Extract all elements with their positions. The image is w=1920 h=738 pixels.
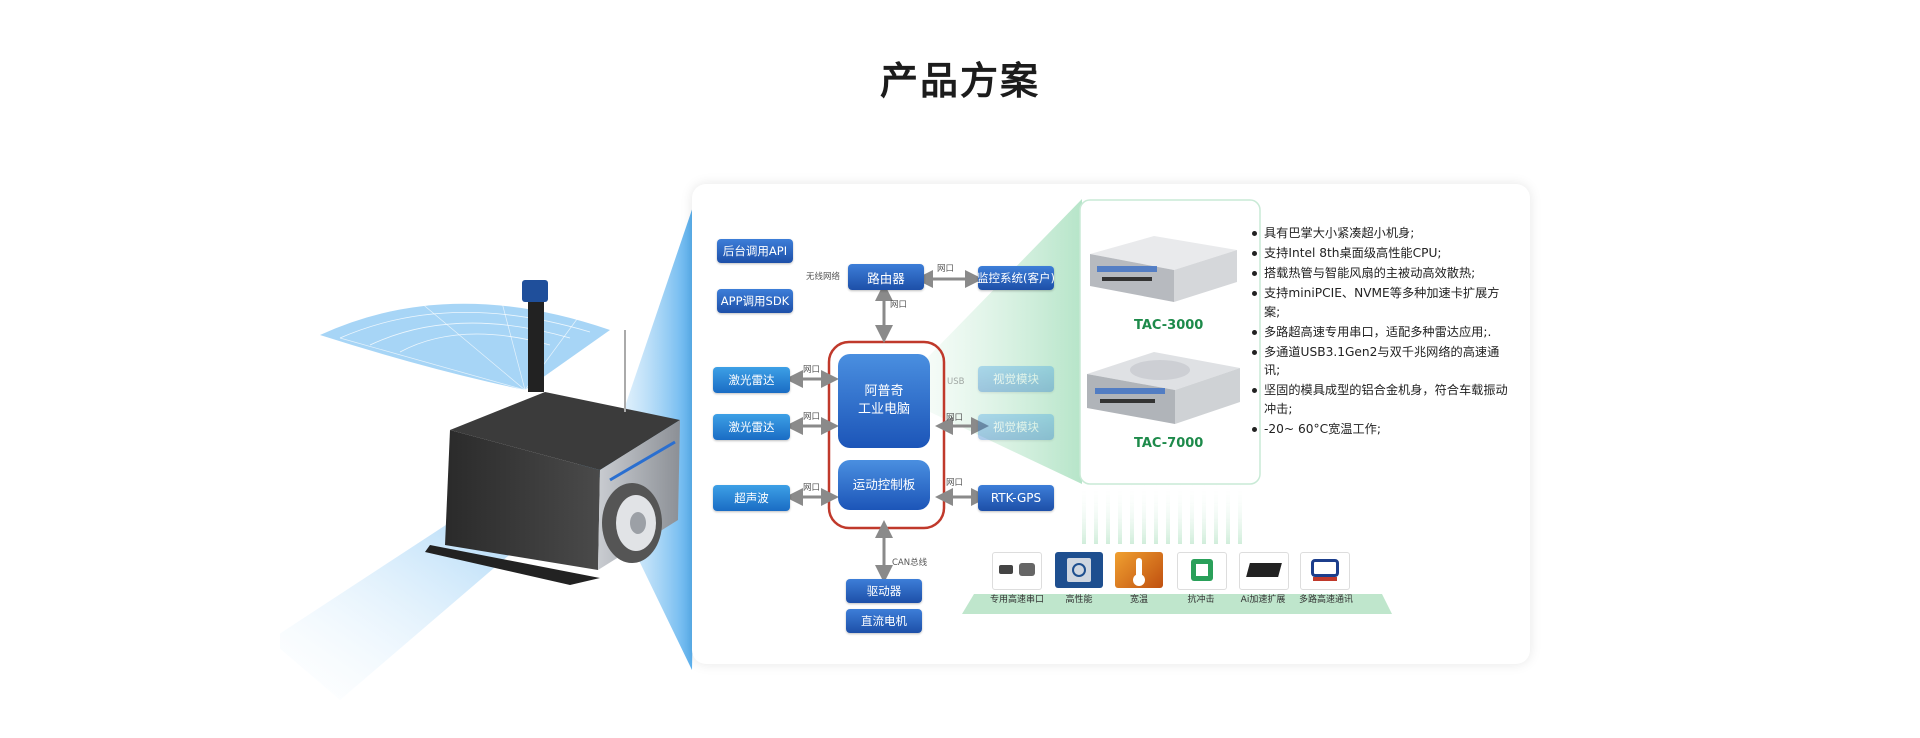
icon-caption: 多路高速通讯 (1298, 595, 1353, 605)
port-label-gps: 网口 (946, 478, 964, 488)
industrial-pc-block[interactable]: 阿普奇 工业电脑 (838, 354, 930, 448)
icon-caption: 高性能 (1065, 595, 1093, 605)
feature-item: 支持Intel 8th桌面级高性能CPU; (1252, 244, 1512, 263)
icon-caption: Ai加速扩展 (1240, 595, 1286, 605)
lidar-fan (320, 303, 610, 390)
feature-item: 具有巴掌大小紧凑超小机身; (1252, 224, 1512, 243)
tac-7000-image (1087, 352, 1240, 424)
shock-resistant-icon (1177, 552, 1227, 590)
feature-item: 支持miniPCIE、NVME等多种加速卡扩展方案; (1252, 284, 1512, 321)
port-label-lidar-2: 网口 (803, 412, 821, 422)
product-name-tac-3000: TAC-3000 (1134, 318, 1204, 333)
motion-control-board-block[interactable]: 运动控制板 (838, 460, 930, 510)
port-label-router: 网口 (937, 264, 955, 274)
robot-body (445, 430, 600, 570)
vision-module-block-1[interactable]: 视觉模块 (978, 366, 1054, 392)
monitor-system-block[interactable]: 监控系统(客户) (977, 266, 1055, 290)
lidar-sensor (522, 280, 548, 302)
diagram-connectors (785, 199, 1392, 614)
tac-3000-image (1090, 236, 1237, 302)
icon-caption: 抗冲击 (1187, 595, 1215, 605)
feature-item: 多路超高速专用串口，适配多种雷达应用;. (1252, 323, 1512, 342)
icon-platform (962, 594, 1392, 614)
feature-item: 坚固的模具成型的铝合金机身，符合车载振动冲击; (1252, 381, 1512, 418)
router-block[interactable]: 路由器 (848, 264, 924, 290)
port-label-vertical: 网口 (890, 300, 908, 310)
port-label-ultrasonic: 网口 (803, 483, 821, 493)
port-label-vision: 网口 (946, 413, 964, 423)
can-bus-label: CAN总线 (892, 558, 928, 568)
page-title: 产品方案 (879, 59, 1040, 103)
intel-cpu-icon (1055, 552, 1103, 588)
feature-list: 具有巴掌大小紧凑超小机身; 支持Intel 8th桌面级高性能CPU; 搭载热管… (1252, 224, 1512, 440)
robot-illustration (280, 186, 700, 700)
lidar-block-1[interactable]: 激光雷达 (713, 367, 790, 393)
port-label-lidar-1: 网口 (803, 365, 821, 375)
ultrasonic-block[interactable]: 超声波 (713, 485, 790, 511)
dc-motor-block[interactable]: 直流电机 (846, 609, 922, 633)
feature-item: 多通道USB3.1Gen2与双千兆网络的高速通讯; (1252, 343, 1512, 380)
driver-block[interactable]: 驱动器 (846, 579, 922, 603)
feature-item: 搭载热管与智能风扇的主被动高效散热; (1252, 264, 1512, 283)
icon-caption: 宽温 (1129, 595, 1148, 605)
vision-module-block-2[interactable]: 视觉模块 (978, 414, 1054, 440)
wireless-label: 无线网络 (806, 272, 841, 282)
usb-label: USB (947, 377, 965, 387)
ai-accelerator-icon (1239, 552, 1289, 590)
lidar-block-2[interactable]: 激光雷达 (713, 414, 790, 440)
backend-api-button[interactable]: 后台调用API (717, 239, 793, 263)
icon-caption: 专用高速串口 (990, 595, 1045, 605)
rtk-gps-block[interactable]: RTK-GPS (978, 485, 1054, 511)
feature-item: -20~ 60°C宽温工作; (1252, 420, 1512, 439)
app-sdk-button[interactable]: APP调用SDK (717, 289, 793, 313)
serial-port-icon (992, 552, 1042, 590)
product-name-tac-7000: TAC-7000 (1134, 436, 1204, 451)
usb-icon (1300, 552, 1350, 590)
temperature-icon (1115, 552, 1163, 588)
